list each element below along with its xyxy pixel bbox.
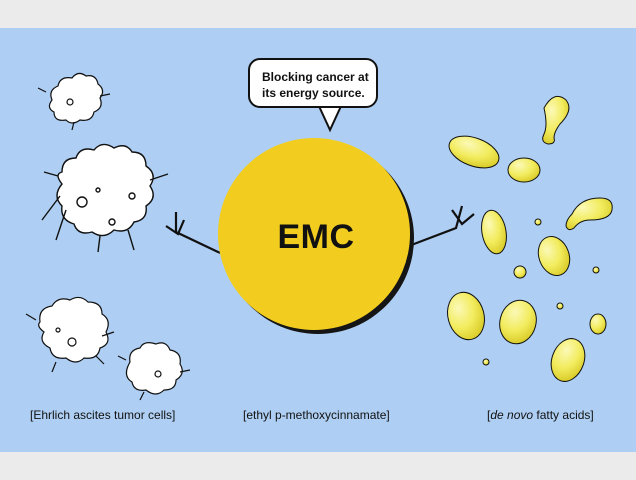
fatty-acid-droplet xyxy=(592,266,600,274)
fatty-acid-droplet xyxy=(534,218,542,226)
fatty-acid-droplet xyxy=(447,291,485,341)
tumor-cell-small-top xyxy=(37,72,111,131)
fatty-acid-droplet xyxy=(448,135,500,169)
speech-bubble: Blocking cancer at its energy source. xyxy=(248,58,378,108)
fatty-acid-droplet xyxy=(565,197,613,231)
fatty-acid-droplet xyxy=(556,302,564,310)
fatty-acid-droplets xyxy=(447,95,613,382)
fatty-acid-droplet xyxy=(589,313,607,335)
caption-fatty-acids-italic: de novo xyxy=(490,408,534,422)
caption-tumor-cells: [Ehrlich ascites tumor cells] xyxy=(30,408,176,422)
caption-fatty-acids-open: [ xyxy=(487,408,491,422)
fatty-acid-droplet xyxy=(482,358,490,366)
fatty-acid-droplet xyxy=(481,209,507,255)
emc-label: EMC xyxy=(277,218,355,256)
fatty-acid-droplet xyxy=(499,299,537,345)
tumor-cell-bottom-right xyxy=(117,342,191,401)
caption-fatty-acids: [de novo fatty acids] xyxy=(487,408,594,422)
fatty-acid-droplet xyxy=(542,95,570,145)
caption-emc: [ethyl p-methoxycinnamate] xyxy=(243,408,390,422)
fatty-acid-droplet xyxy=(513,265,527,279)
tumor-cell-bottom-left xyxy=(25,296,115,373)
caption-fatty-acids-rest: fatty acids] xyxy=(533,408,594,422)
tumor-cell-large xyxy=(41,143,169,253)
fatty-acid-droplet xyxy=(507,157,541,183)
emc-circle xyxy=(218,138,414,334)
speech-bubble-tail xyxy=(317,103,343,133)
fatty-acid-droplet xyxy=(550,338,586,382)
fatty-acid-droplet xyxy=(537,236,571,276)
speech-bubble-text: Blocking cancer at its energy source. xyxy=(262,70,369,100)
